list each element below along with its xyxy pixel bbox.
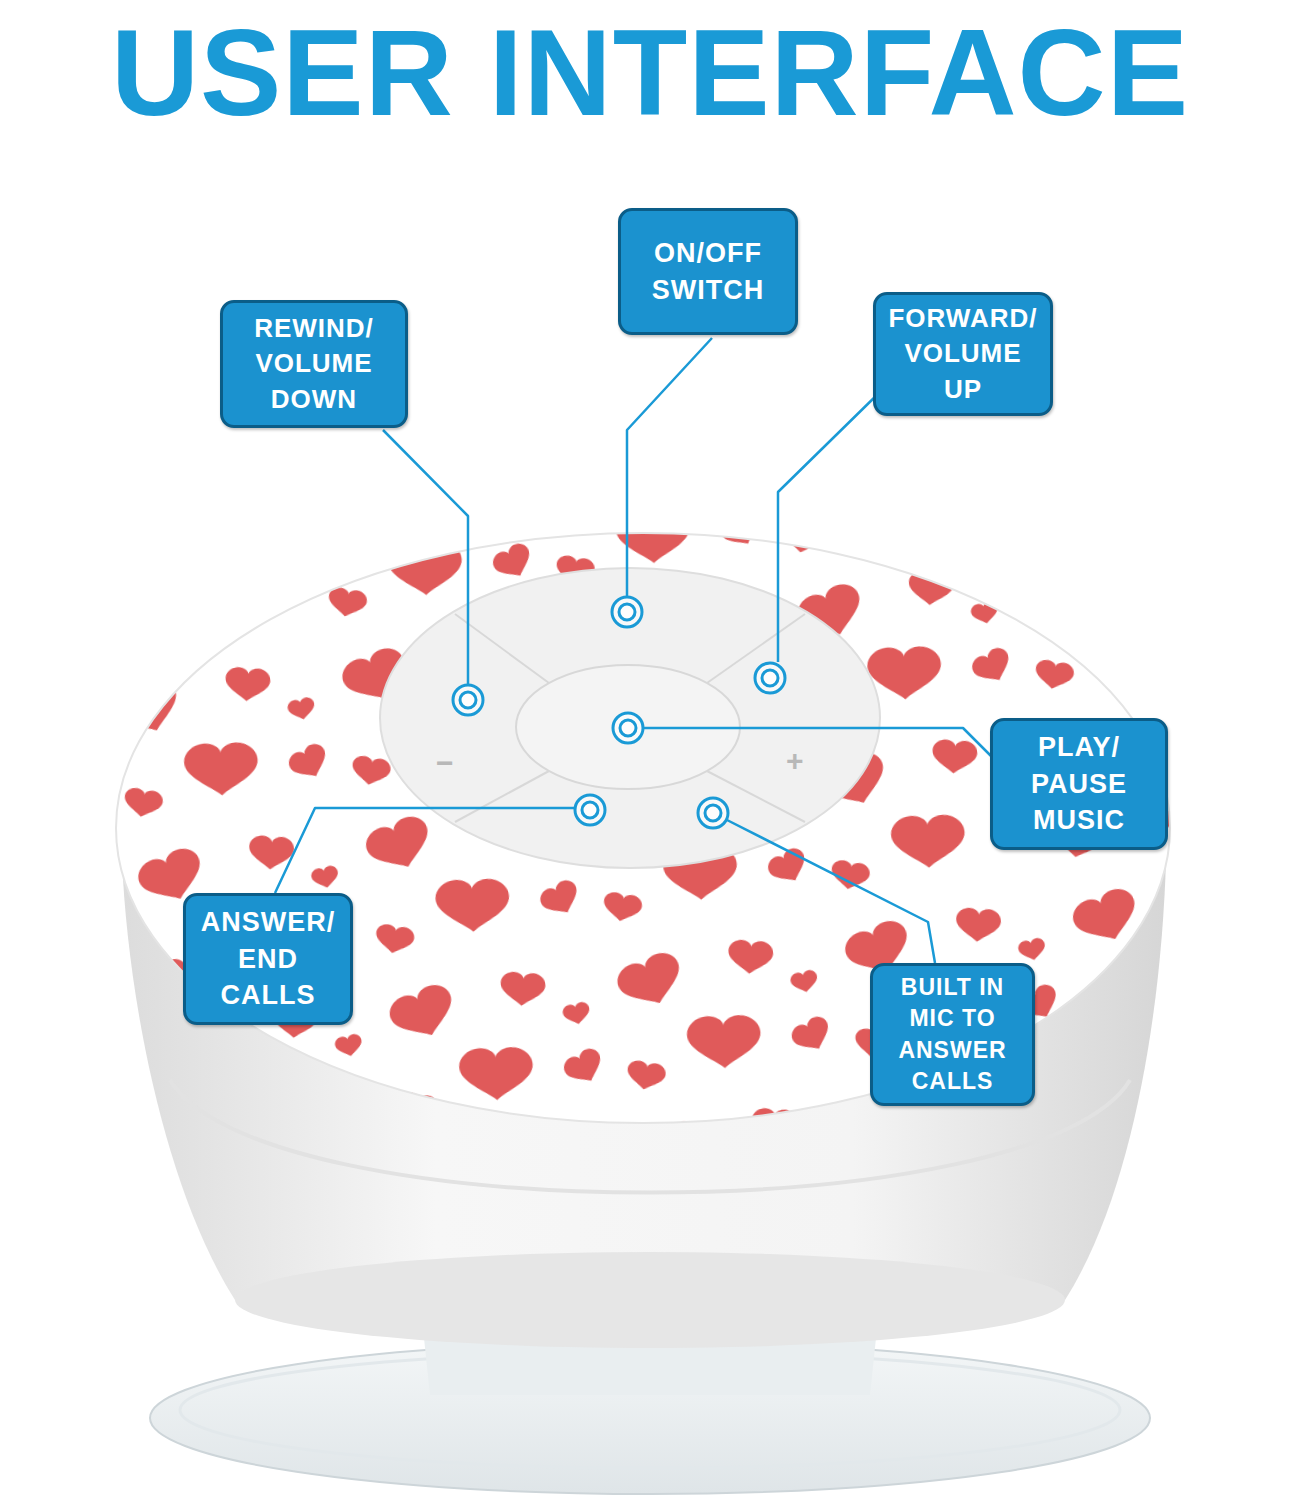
callout-box: PLAY/ PAUSE MUSIC <box>990 718 1168 850</box>
page-title: USER INTERFACE <box>0 6 1300 140</box>
callout-text: BUILT IN MIC TO ANSWER CALLS <box>881 972 1024 1097</box>
button-symbol: − <box>436 748 454 778</box>
callout-box: ON/OFF SWITCH <box>618 208 798 335</box>
callout-text: REWIND/ VOLUME DOWN <box>231 311 397 417</box>
callout-box: FORWARD/ VOLUME UP <box>873 292 1053 416</box>
callout-box: REWIND/ VOLUME DOWN <box>220 300 408 428</box>
callout-text: ANSWER/ END CALLS <box>194 904 342 1014</box>
callout-box: BUILT IN MIC TO ANSWER CALLS <box>870 963 1035 1106</box>
callout-text: FORWARD/ VOLUME UP <box>884 301 1042 407</box>
button-symbol: + <box>786 746 804 776</box>
callout-text: ON/OFF SWITCH <box>629 235 787 308</box>
callout-text: PLAY/ PAUSE MUSIC <box>1001 729 1157 839</box>
callout-box: ANSWER/ END CALLS <box>183 893 353 1025</box>
